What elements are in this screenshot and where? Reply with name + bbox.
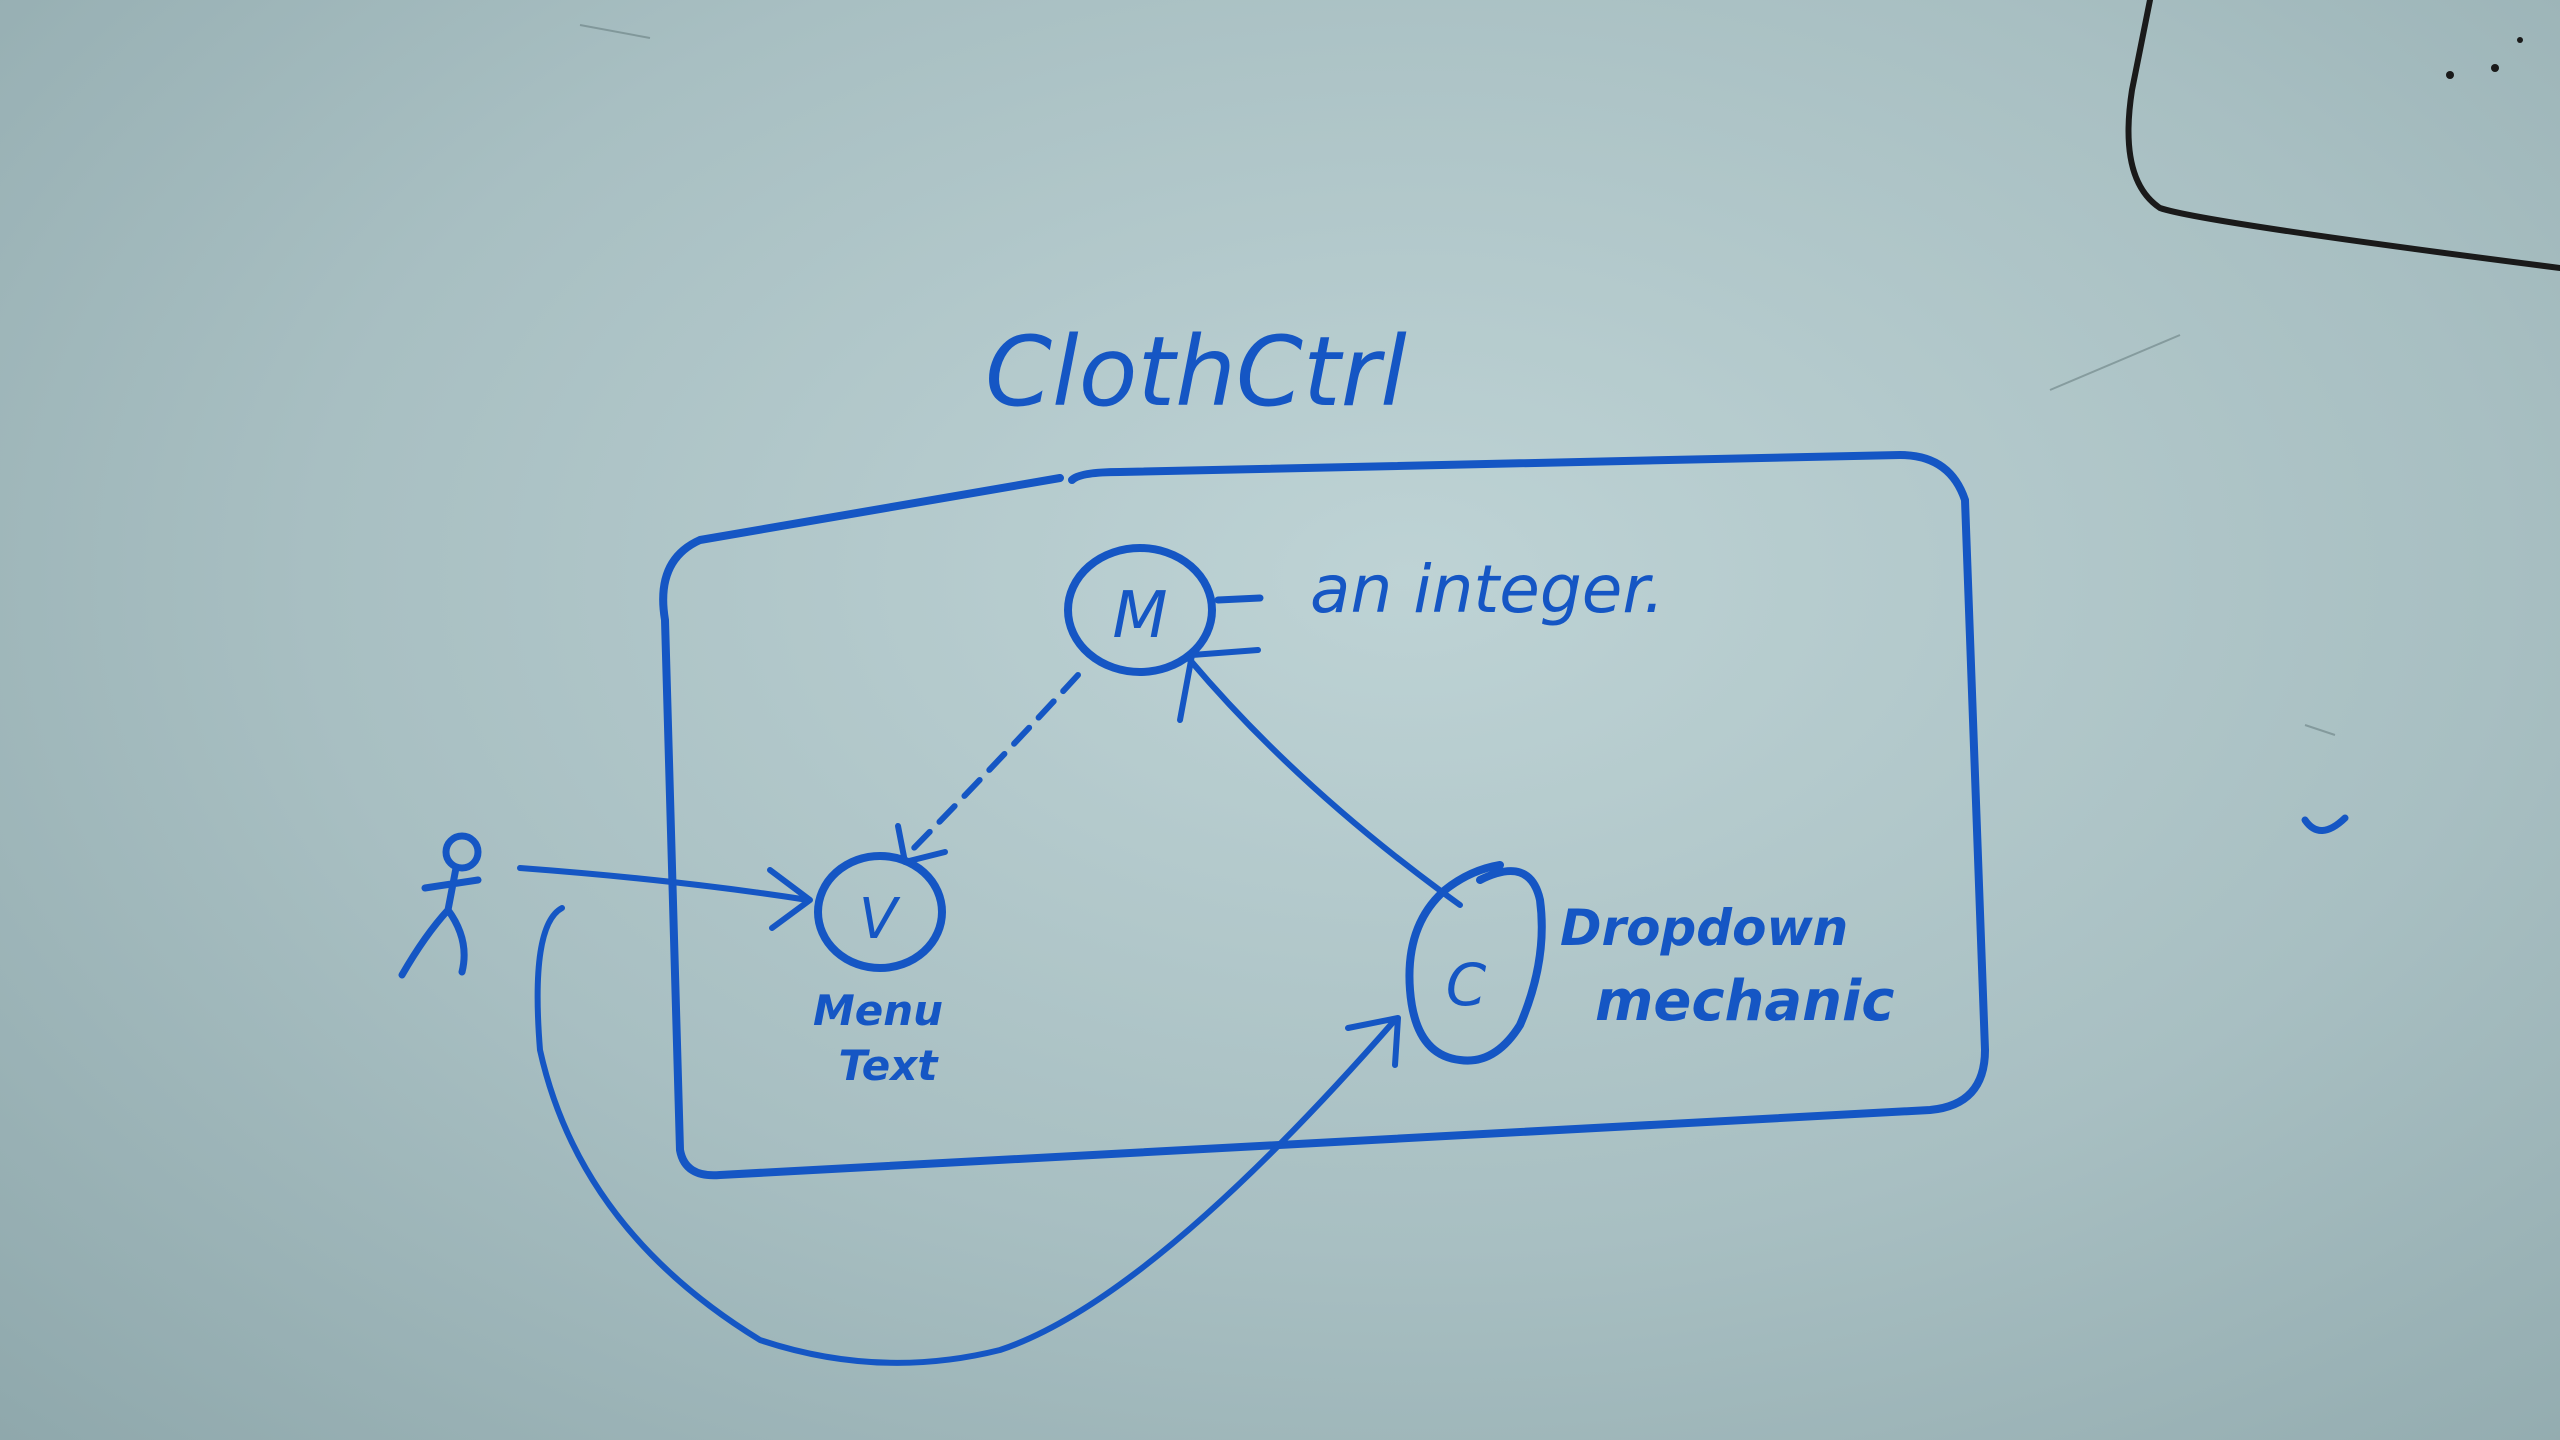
view-node [814,852,946,972]
actor-to-view-arrowhead [767,867,813,931]
diagram-title: ClothCtrl [985,316,1407,428]
corner-box-dots [2446,37,2523,79]
actor-to-controller-arrow [534,905,1398,1366]
tick-mark [2301,814,2349,834]
board-smudges [579,24,2336,736]
view-node-label: V [859,887,901,952]
model-node [1064,544,1216,676]
controller-caption-line2: mechanic [1595,969,1894,1034]
corner-box-outline [2125,0,2560,271]
view-caption-line1: Menu [813,986,943,1035]
controller-to-model-arrowhead [1177,647,1261,723]
actor-to-view-arrow [517,865,811,903]
model-to-view-arrow [909,672,1081,853]
actor-to-controller-arrowhead [1345,1015,1401,1068]
view-caption-line2: Text [839,1041,940,1090]
stick-figure-icon [398,832,482,979]
clothctrl-boundary [659,451,1989,1180]
controller-to-model-arrow [1187,657,1463,908]
model-annotation-connector [1214,594,1264,604]
controller-caption-line1: Dropdown [1560,899,1848,957]
model-node-label: M [1112,579,1167,653]
controller-node-label: C [1446,951,1487,1019]
model-to-view-arrowhead [895,823,948,865]
model-annotation: an integer. [1310,551,1664,628]
controller-node [1405,861,1546,1065]
